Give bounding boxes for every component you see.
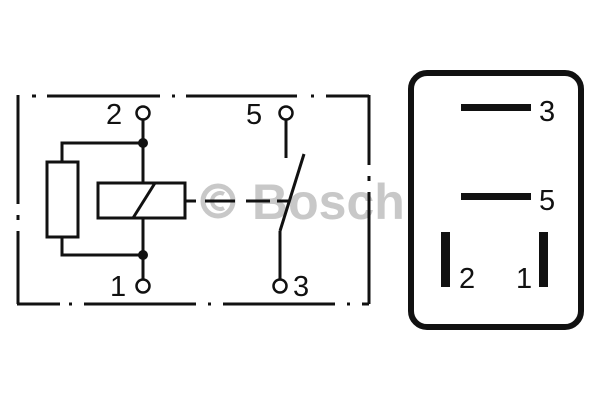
pin-2-label: 2 (459, 263, 475, 295)
pin-2-blade (441, 232, 450, 287)
junction-dot-bottom (138, 250, 148, 260)
pin-1-label: 1 (516, 263, 532, 295)
pin-3-label: 3 (539, 96, 555, 128)
terminal-3-connector (272, 278, 288, 294)
pin-5-blade (461, 193, 531, 200)
terminal-2-connector (135, 105, 151, 121)
pin-3-blade (461, 104, 531, 111)
relay-coil (96, 181, 187, 220)
pin-5-label: 5 (539, 185, 555, 217)
terminal-2-label: 2 (106, 99, 122, 131)
resistor (45, 160, 80, 239)
terminal-5-label: 5 (246, 99, 262, 131)
junction-dot-top (138, 138, 148, 148)
relay-enclosure-border (16, 94, 371, 306)
pin-1-blade (539, 232, 548, 287)
terminal-1-label: 1 (110, 271, 126, 303)
bosch-watermark: Bosch (200, 174, 405, 230)
terminal-1-connector (135, 278, 151, 294)
relay-switch (278, 120, 306, 279)
coil-circuit (60, 120, 145, 279)
pinout-diagram: 3 5 2 1 (408, 70, 584, 330)
terminal-3-label: 3 (293, 271, 309, 303)
terminal-5-connector (278, 105, 294, 121)
watermark-brand: Bosch (252, 174, 405, 230)
